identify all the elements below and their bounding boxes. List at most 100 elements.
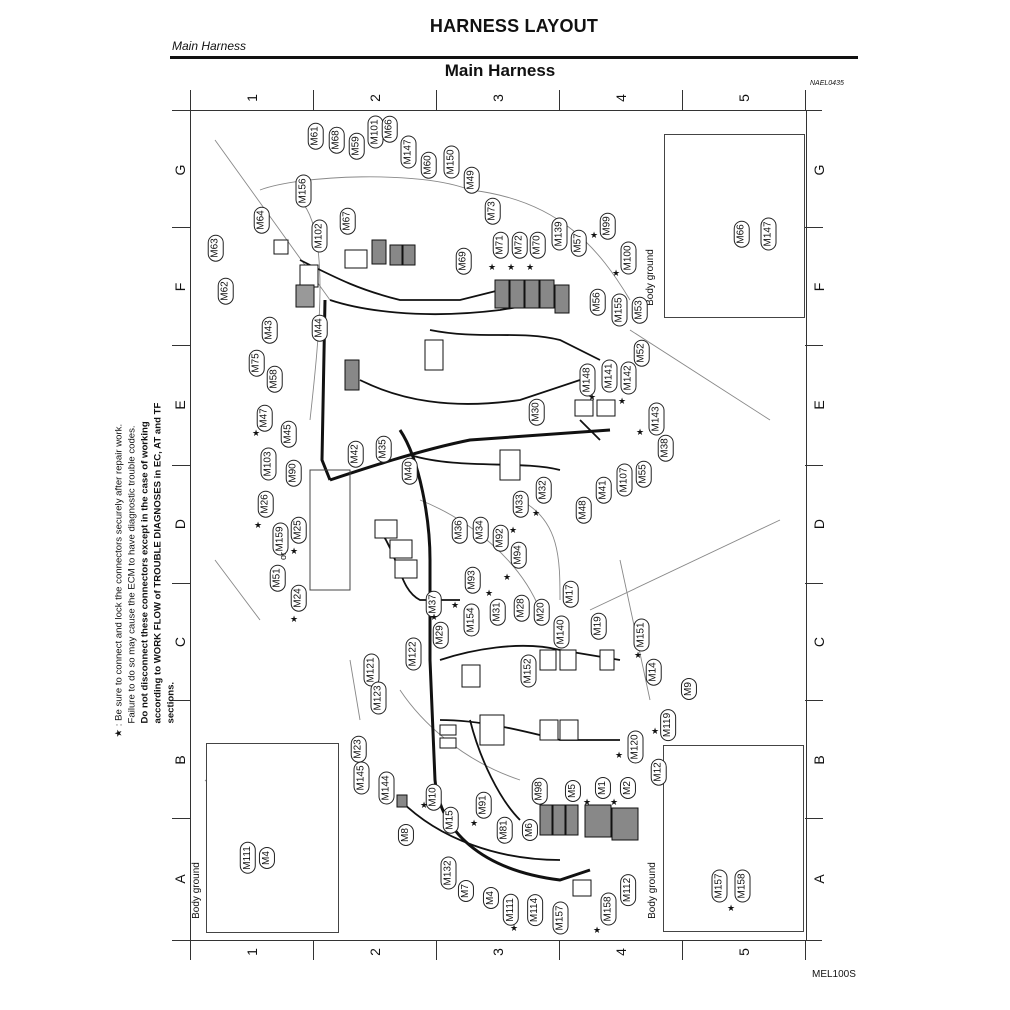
grid-tick xyxy=(436,940,437,960)
star-marker: ★ xyxy=(254,520,263,530)
grid-tick xyxy=(190,940,191,960)
grid-tick xyxy=(805,583,823,584)
connector-label: M34 xyxy=(472,516,489,544)
grid-tick xyxy=(313,90,314,110)
star-marker: ★ xyxy=(488,262,497,272)
connector-label: M102 xyxy=(311,219,328,253)
connector-label: M63 xyxy=(207,234,224,262)
connector-label: M158 xyxy=(734,869,751,903)
connector-label: M28 xyxy=(513,594,530,622)
connector-label: M36 xyxy=(451,516,468,544)
connector-label: M94 xyxy=(510,541,527,569)
connector-label: M112 xyxy=(620,873,637,907)
connector-label: M6 xyxy=(521,819,538,841)
connector-label: M141 xyxy=(601,359,618,393)
grid-tick xyxy=(172,700,190,701)
star-marker: ★ xyxy=(503,572,512,582)
connector-label: M111 xyxy=(502,894,519,926)
star-marker: ★ xyxy=(588,392,597,402)
document-code: MEL100S xyxy=(812,969,856,980)
grid-tick xyxy=(805,818,823,819)
connector-label: M12 xyxy=(650,758,667,786)
connector-label: M66 xyxy=(733,220,750,248)
bottom-border xyxy=(172,940,822,941)
connector-label: M152 xyxy=(520,654,537,688)
connector-label: M29 xyxy=(432,621,449,649)
connector-label: M58 xyxy=(266,365,283,393)
connector-label: M17 xyxy=(562,580,579,608)
connector-label: M49 xyxy=(463,166,480,194)
connector-label: M145 xyxy=(353,761,370,795)
connector-label: M51 xyxy=(269,564,286,592)
connector-label: M157 xyxy=(552,901,569,935)
connector-label: M158 xyxy=(600,892,617,926)
connector-label: M5 xyxy=(564,780,581,802)
connector-label: M33 xyxy=(512,490,529,518)
top-border xyxy=(172,110,822,111)
grid-tick xyxy=(805,465,823,466)
grid-tick xyxy=(559,940,560,960)
section-label: Main Harness xyxy=(172,39,247,53)
grid-tick xyxy=(172,465,190,466)
note-line: sections. xyxy=(165,681,177,724)
connector-label: M7 xyxy=(457,880,474,902)
grid-tick xyxy=(436,90,437,110)
connector-label: M111 xyxy=(239,842,256,874)
star-marker: ★ xyxy=(636,427,645,437)
or-label: or xyxy=(278,551,289,561)
reference-code: NAEL0435 xyxy=(810,80,844,87)
connector-label: M132 xyxy=(440,856,457,890)
connector-label: M103 xyxy=(260,447,277,481)
connector-label: M4 xyxy=(258,847,275,869)
star-marker: ★ xyxy=(532,508,541,518)
connector-label: M15 xyxy=(442,806,459,834)
caution-note: ★ : Be sure to connect and lock the conn… xyxy=(113,358,178,738)
star-marker: ★ xyxy=(470,818,479,828)
connector-label: M4 xyxy=(482,887,499,909)
connector-label: M71 xyxy=(492,231,509,259)
inset-body-ground-right xyxy=(663,745,804,932)
connector-label: M70 xyxy=(529,231,546,259)
star-marker: ★ xyxy=(430,612,439,622)
connector-label: M67 xyxy=(339,207,356,235)
connector-label: M32 xyxy=(535,476,552,504)
connector-label: M40 xyxy=(401,457,418,485)
connector-label: M24 xyxy=(290,584,307,612)
connector-label: M69 xyxy=(455,247,472,275)
grid-tick xyxy=(559,90,560,110)
grid-tick xyxy=(805,700,823,701)
star-marker: ★ xyxy=(420,800,429,810)
connector-label: M150 xyxy=(443,145,460,179)
connector-label: M151 xyxy=(633,618,650,652)
connector-label: M68 xyxy=(328,126,345,154)
grid-tick xyxy=(682,940,683,960)
star-marker: ★ xyxy=(618,396,627,406)
connector-label: M48 xyxy=(575,496,592,524)
grid-tick xyxy=(313,940,314,960)
star-marker: ★ xyxy=(634,650,643,660)
star-marker: ★ xyxy=(526,262,535,272)
grid-tick xyxy=(805,227,823,228)
connector-label: M140 xyxy=(553,615,570,649)
connector-label: M142 xyxy=(620,361,637,395)
connector-label: M64 xyxy=(253,206,270,234)
connector-label: M147 xyxy=(760,217,777,251)
connector-label: M57 xyxy=(570,229,587,257)
connector-label: M98 xyxy=(531,777,548,805)
grid-tick xyxy=(172,345,190,346)
connector-label: M20 xyxy=(533,598,550,626)
star-marker: ★ xyxy=(651,726,660,736)
star-marker: ★ xyxy=(252,428,261,438)
connector-label: M38 xyxy=(657,434,674,462)
connector-label: M107 xyxy=(616,463,633,497)
connector-label: M14 xyxy=(645,658,662,686)
connector-label: M26 xyxy=(257,490,274,518)
diagram-frame xyxy=(190,110,807,940)
star-marker: ★ xyxy=(485,588,494,598)
connector-label: M139 xyxy=(551,217,568,251)
grid-tick xyxy=(805,90,806,110)
connector-label: M35 xyxy=(375,435,392,463)
connector-label: M92 xyxy=(492,524,509,552)
star-marker: ★ xyxy=(590,230,599,240)
connector-label: M154 xyxy=(463,603,480,637)
